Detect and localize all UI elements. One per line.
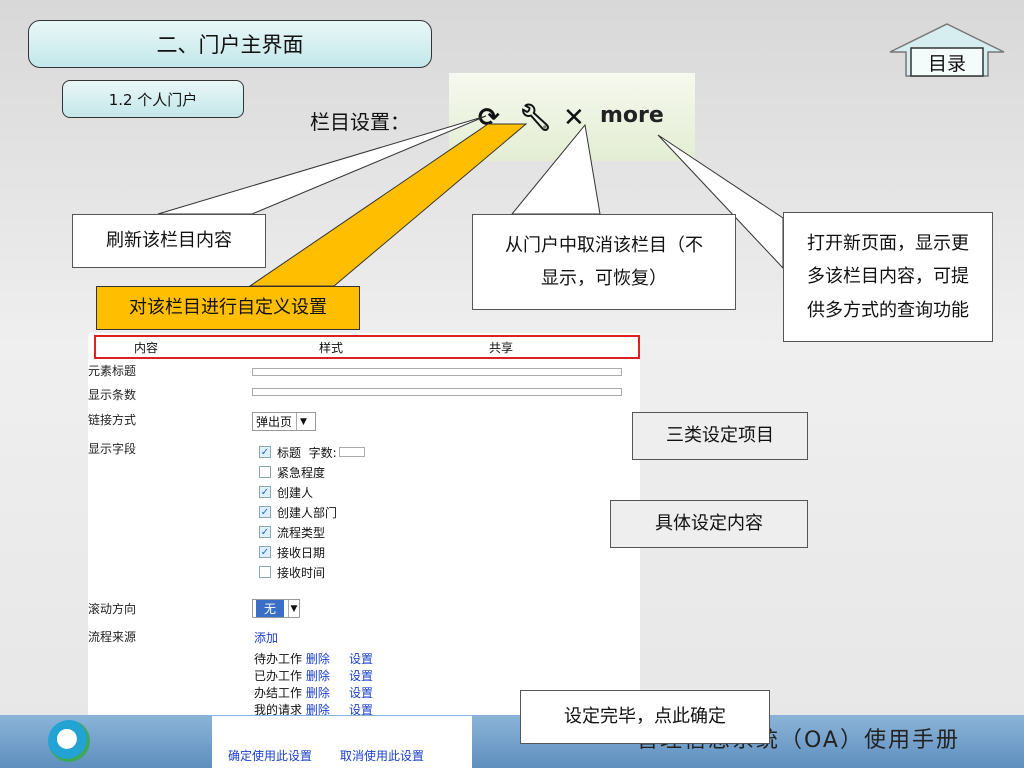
callout-confirm: 设定完毕，点此确定 bbox=[520, 690, 770, 744]
field-receive-time[interactable]: 接收时间 bbox=[259, 562, 365, 582]
label-display-count: 显示条数 bbox=[88, 388, 137, 402]
tab-style[interactable]: 样式 bbox=[318, 340, 343, 355]
field-label: 紧急程度 bbox=[277, 465, 326, 480]
field-creator-dept[interactable]: ✓ 创建人部门 bbox=[259, 502, 365, 522]
wrench-icon[interactable]: 🔧︎ bbox=[519, 103, 553, 133]
source-name: 我的请求 bbox=[254, 703, 303, 717]
callout-more-line3: 供多方式的查询功能 bbox=[807, 299, 969, 321]
field-receive-date[interactable]: ✓ 接收日期 bbox=[259, 542, 365, 562]
checkbox-checked-icon[interactable]: ✓ bbox=[259, 446, 271, 458]
settings-link[interactable]: 设置 bbox=[348, 669, 373, 683]
close-icon[interactable]: ✕ bbox=[563, 103, 585, 133]
field-flow-type[interactable]: ✓ 流程类型 bbox=[259, 522, 365, 542]
form-actions-area bbox=[212, 716, 472, 768]
display-count-input[interactable] bbox=[252, 388, 622, 396]
field-label: 标题 bbox=[277, 445, 302, 460]
callout-refresh: 刷新该栏目内容 bbox=[72, 214, 266, 268]
chevron-down-icon: ▼ bbox=[288, 600, 299, 617]
callout-detail-text: 具体设定内容 bbox=[655, 513, 763, 535]
link-mode-value: 弹出页 bbox=[256, 415, 293, 429]
field-label: 接收日期 bbox=[277, 545, 326, 560]
delete-link[interactable]: 删除 bbox=[305, 703, 330, 717]
settings-link[interactable]: 设置 bbox=[348, 652, 373, 666]
section-label: 栏目设置： bbox=[310, 110, 410, 134]
callout-remove-column: 从门户中取消该栏目（不显示，可恢复） bbox=[472, 214, 736, 310]
callout-more-line1: 打开新页面，显示更 bbox=[807, 233, 969, 255]
link-mode-select[interactable]: 弹出页▼ bbox=[252, 412, 316, 431]
callout-detail: 具体设定内容 bbox=[610, 500, 808, 548]
checkbox-checked-icon[interactable]: ✓ bbox=[259, 546, 271, 558]
toc-button[interactable]: 目录 bbox=[927, 52, 966, 75]
section-subtitle: 1.2 个人门户 bbox=[62, 80, 244, 118]
label-flow-source: 流程来源 bbox=[88, 630, 137, 644]
callout-three-types: 三类设定项目 bbox=[632, 412, 808, 460]
source-list: 待办工作 删除 设置 已办工作 删除 设置 办结工作 删除 设置 我的请求 删除… bbox=[254, 650, 373, 718]
tab-share[interactable]: 共享 bbox=[488, 340, 513, 355]
fields-checklist: ✓ 标题 字数: 紧急程度 ✓ 创建人 ✓ 创建人部门 ✓ 流程类型 ✓ 接收日期 接收时… bbox=[259, 442, 365, 582]
callout-custom-settings: 对该栏目进行自定义设置 bbox=[96, 286, 360, 330]
list-item: 办结工作 删除 设置 bbox=[254, 684, 373, 701]
checkbox-checked-icon[interactable]: ✓ bbox=[259, 526, 271, 538]
scroll-direction-value: 无 bbox=[256, 600, 285, 617]
source-name: 待办工作 bbox=[254, 652, 303, 666]
settings-tabs: 内容 样式 共享 bbox=[94, 335, 640, 359]
callout-refresh-text: 刷新该栏目内容 bbox=[106, 230, 232, 252]
callout-remove-line1: 从门户中取消该栏目（不 bbox=[505, 234, 703, 256]
char-count-label: 字数: bbox=[308, 445, 337, 460]
settings-link[interactable]: 设置 bbox=[348, 703, 373, 717]
callout-three-types-text: 三类设定项目 bbox=[666, 425, 774, 447]
field-label: 接收时间 bbox=[277, 565, 326, 580]
settings-link[interactable]: 设置 bbox=[348, 686, 373, 700]
tab-content[interactable]: 内容 bbox=[133, 340, 158, 355]
cancel-settings-link[interactable]: 取消使用此设置 bbox=[340, 749, 425, 763]
page-title: 二、门户主界面 bbox=[28, 20, 432, 68]
field-title[interactable]: ✓ 标题 字数: bbox=[259, 442, 365, 462]
callout-more: 打开新页面，显示更多该栏目内容，可提供多方式的查询功能 bbox=[783, 212, 993, 342]
add-source-link[interactable]: 添加 bbox=[254, 631, 279, 645]
toc-house-icon[interactable] bbox=[888, 22, 1006, 78]
scroll-direction-select[interactable]: 无▼ bbox=[252, 599, 300, 618]
checkbox-checked-icon[interactable]: ✓ bbox=[259, 486, 271, 498]
source-name: 已办工作 bbox=[254, 669, 303, 683]
list-item: 已办工作 删除 设置 bbox=[254, 667, 373, 684]
callout-remove-line2: 显示，可恢复） bbox=[541, 268, 667, 289]
label-scroll-direction: 滚动方向 bbox=[88, 602, 137, 616]
label-element-title: 元素标题 bbox=[88, 364, 137, 378]
more-link[interactable]: more bbox=[600, 103, 664, 128]
char-count-input[interactable] bbox=[338, 447, 365, 457]
callout-confirm-text: 设定完毕，点此确定 bbox=[564, 706, 726, 728]
delete-link[interactable]: 删除 bbox=[305, 686, 330, 700]
logo-icon bbox=[48, 720, 90, 762]
list-item: 我的请求 删除 设置 bbox=[254, 701, 373, 718]
field-label: 流程类型 bbox=[277, 525, 326, 540]
list-item: 待办工作 删除 设置 bbox=[254, 650, 373, 667]
confirm-settings-link[interactable]: 确定使用此设置 bbox=[228, 749, 313, 763]
source-name: 办结工作 bbox=[254, 686, 303, 700]
callout-custom-text: 对该栏目进行自定义设置 bbox=[129, 297, 327, 319]
element-title-input[interactable] bbox=[252, 368, 622, 376]
field-creator[interactable]: ✓ 创建人 bbox=[259, 482, 365, 502]
label-link-mode: 链接方式 bbox=[88, 413, 137, 427]
label-display-fields: 显示字段 bbox=[88, 442, 137, 456]
delete-link[interactable]: 删除 bbox=[305, 652, 330, 666]
field-urgency[interactable]: 紧急程度 bbox=[259, 462, 365, 482]
checkbox-checked-icon[interactable]: ✓ bbox=[259, 506, 271, 518]
checkbox-unchecked-icon[interactable] bbox=[259, 466, 271, 478]
field-label: 创建人 bbox=[277, 485, 314, 500]
checkbox-unchecked-icon[interactable] bbox=[259, 566, 271, 578]
chevron-down-icon: ▼ bbox=[296, 413, 310, 430]
callout-more-line2: 多该栏目内容，可提 bbox=[807, 266, 969, 288]
field-label: 创建人部门 bbox=[277, 505, 338, 520]
delete-link[interactable]: 删除 bbox=[305, 669, 330, 683]
footer-bar bbox=[0, 715, 1024, 768]
